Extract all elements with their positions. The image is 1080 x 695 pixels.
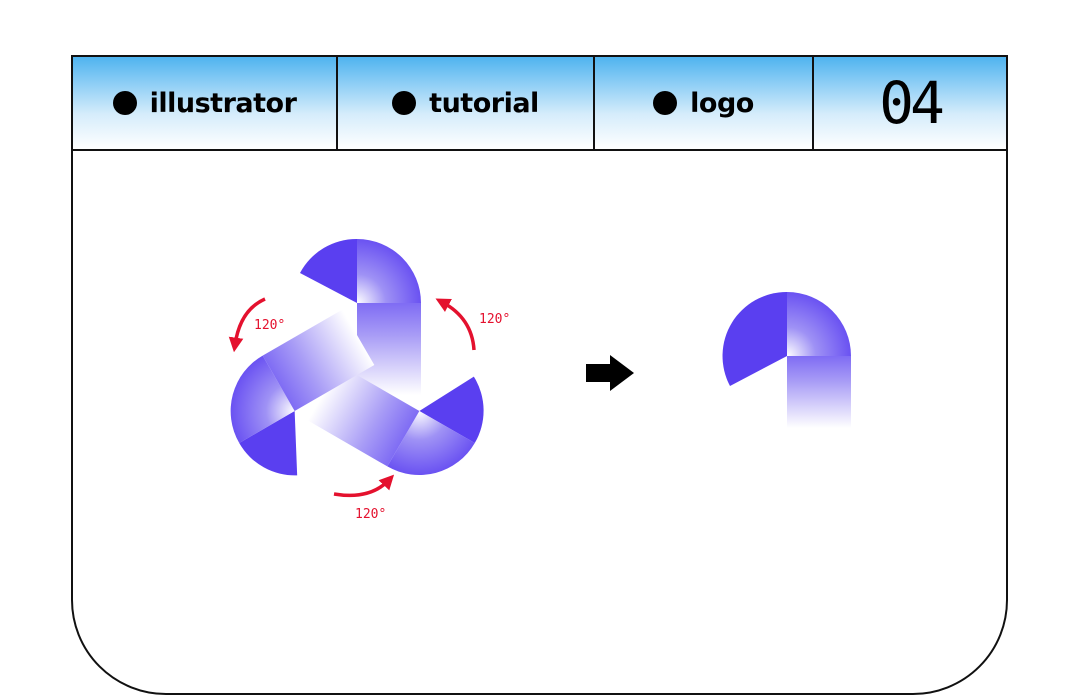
bullet-dot-icon (112, 91, 137, 115)
rotate-arrow-icon (228, 297, 266, 353)
step-number: 04 (879, 69, 945, 137)
rotation-label: 120° (355, 507, 386, 522)
knot-arm (300, 238, 421, 395)
header-bar: illustrator tutorial logo 04 (73, 57, 1006, 151)
rotation-label: 120° (254, 318, 285, 333)
tag-cell-tutorial: tutorial (338, 57, 595, 149)
tag-cell-illustrator: illustrator (73, 57, 338, 149)
tag-label-logo: logo (690, 87, 754, 119)
right-arrow-icon (586, 355, 634, 391)
tag-label-illustrator: illustrator (149, 87, 297, 119)
rotation-label: 120° (479, 312, 510, 327)
rotate-arrow-icon (333, 474, 395, 498)
number-cell: 04 (814, 57, 1006, 149)
bullet-dot-icon (392, 91, 417, 115)
rotate-arrow-icon (435, 298, 476, 351)
logo-knot (230, 238, 484, 476)
tag-cell-logo: logo (595, 57, 814, 149)
tag-label-tutorial: tutorial (429, 87, 539, 119)
knot-arm (230, 309, 375, 476)
base-segment (722, 291, 851, 428)
diagram-canvas: 120° 120° 120° (228, 238, 851, 522)
tutorial-card: illustrator tutorial logo 04 (71, 55, 1008, 695)
knot-arm (307, 365, 484, 475)
bullet-dot-icon (653, 91, 678, 115)
